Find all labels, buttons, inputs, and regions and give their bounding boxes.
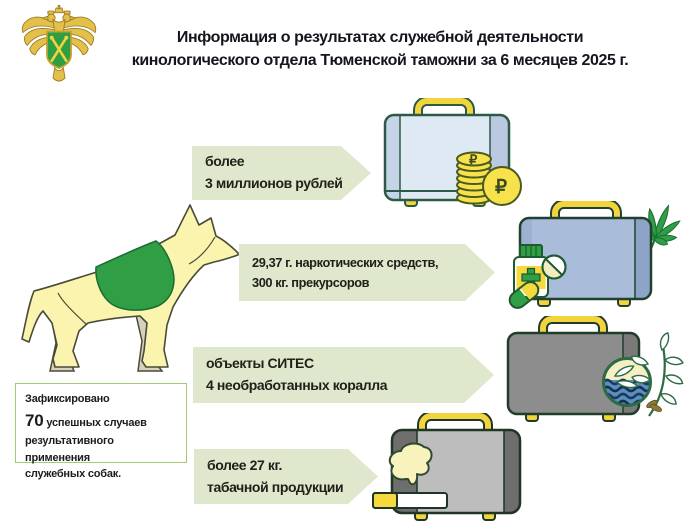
drugs-suitcase-icon: [508, 201, 681, 309]
banner-cites-line2: 4 необработанных коралла: [206, 377, 388, 393]
capsule-icon: [508, 281, 540, 309]
smoke-puff-icon: [388, 442, 433, 486]
info-count: 70: [25, 410, 44, 430]
crown: [54, 7, 64, 14]
banner-tobacco-line1: более 27 кг.: [207, 456, 283, 473]
caduceus-and-torch: [50, 36, 68, 63]
cites-suitcase-icon: [506, 316, 684, 422]
customs-emblem-logo: [21, 5, 97, 82]
service-dog-icon: [21, 204, 239, 372]
ruble-coins-icon: ₽ ₽: [456, 151, 522, 206]
banner-cites-line1: объекты СИТЕС: [206, 355, 314, 372]
banner-money-line1: более: [205, 153, 245, 170]
page-title: Информация о результатах служебной деяте…: [88, 27, 672, 72]
tobacco-suitcase-icon: [372, 413, 522, 521]
banner-drugs-line1: 29,37 г. наркотических средств,: [252, 254, 439, 270]
banner-tobacco-line2: табачной продукции: [207, 478, 344, 495]
cigarette-icon: [372, 492, 448, 509]
dog-vest: [95, 240, 175, 311]
svg-text:₽: ₽: [469, 152, 478, 167]
banner-cites: объекты СИТЕС 4 необработанных коралла: [193, 347, 494, 403]
page-title-line2: кинологического отдела Тюменской таможни…: [131, 51, 629, 69]
money-suitcase-icon: ₽ ₽: [383, 98, 522, 207]
svg-text:₽: ₽: [495, 177, 507, 198]
info-line4: служебных собак.: [25, 468, 121, 480]
page-title-line1: Информация о результатах служебной деяте…: [176, 29, 584, 46]
info-box: Зафиксировано 70 успешных случаев резуль…: [15, 383, 187, 480]
info-count-suffix: успешных случаев: [43, 416, 147, 429]
info-line3: результативного применения: [25, 435, 114, 464]
banner-money: более 3 миллионов рублей: [192, 146, 371, 200]
eagle-tail: [52, 66, 66, 82]
pill-icon: [541, 254, 567, 280]
banner-money-line2: 3 миллионов рублей: [205, 175, 343, 191]
coral-branch-icon: [630, 331, 684, 417]
info-line1: Зафиксировано: [25, 393, 110, 405]
banner-drugs-line2: 300 кг. прекурсоров: [252, 274, 370, 290]
banner-tobacco: более 27 кг. табачной продукции: [194, 449, 378, 504]
cites-emblem-icon: [602, 331, 684, 417]
banner-drugs: 29,37 г. наркотических средств, 300 кг. …: [239, 244, 495, 301]
